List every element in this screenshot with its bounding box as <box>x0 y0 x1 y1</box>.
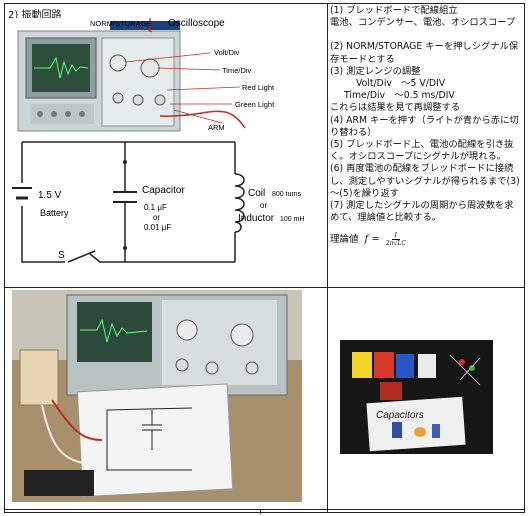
step-2: (2) NORM/STORAGE キーを押しシグナル保存モードとする <box>330 41 519 65</box>
capacitor-or: or <box>153 213 160 222</box>
row-divider <box>5 287 524 288</box>
coil-or: or <box>260 201 267 210</box>
bottom-cell-divider <box>260 509 261 514</box>
capacitor-value-1: 0.1 μF <box>144 203 167 212</box>
theory-formula: 理論値 f = 1 2π√LC <box>330 232 522 247</box>
coil-label: Coil <box>248 188 265 199</box>
section-heading: 2) 振動回路 <box>8 10 62 21</box>
step-1-detail: 電池、コンデンサー、電池、オシロスコープ <box>330 17 516 29</box>
capacitor-label: Capacitor <box>142 185 185 196</box>
setup-photo <box>12 290 302 502</box>
step-3: (3) 測定レンジの調整 <box>330 65 421 77</box>
yellow-meter <box>352 352 372 378</box>
coil-turns: 800 turns <box>272 191 302 198</box>
inductor-label: Inductor <box>238 213 275 224</box>
procedure-steps: (1) ブレッドボードで配線組立 電池、コンデンサー、電池、オシロスコープ (2… <box>330 5 522 247</box>
arm-label: ARM <box>208 123 225 132</box>
step-6: (6) 再度電池の配線をブレッドボードに接続し、測定しやすいシグナルが得られるま… <box>330 163 520 199</box>
circuit-diagram: 1.5 V Battery Capacitor 0.1 μF or 0.01 μ… <box>12 141 305 263</box>
formula-numerator: 1 <box>391 232 400 241</box>
scope-waveform <box>34 56 89 79</box>
green-light-label: Green Light <box>235 100 275 109</box>
formula-lhs: f = <box>364 233 380 245</box>
red-wire <box>159 110 246 129</box>
battery-photo <box>24 470 94 496</box>
battery-label: Battery <box>40 208 69 218</box>
step-3-time-div: Time/Div ～0.5 ms/DIV <box>344 90 455 102</box>
paper-schematic <box>76 383 234 498</box>
battery-voltage: 1.5 V <box>38 190 62 201</box>
norm-storage-label: NORM/STORAGE <box>90 19 152 28</box>
volt-div-label: Volt/Div <box>214 48 240 57</box>
oscilloscope-figure: NORM/STORAGE Oscilloscope Volt/Div Time/… <box>10 18 315 136</box>
capacitors-card <box>366 396 466 452</box>
step-7: (7) 測定したシグナルの周期から周波数を求めて、理論値と比較する。 <box>330 200 514 224</box>
step-4: (4) ARM キーを押す（ライトが青から赤に切り替わる） <box>330 114 519 138</box>
switch-lever <box>67 250 96 263</box>
formula-fraction: 1 2π√LC <box>386 232 406 247</box>
breadboard <box>19 349 59 406</box>
inductor-value: 100 mH <box>280 216 305 223</box>
coil-symbol <box>234 173 245 233</box>
oscilloscope-label: Oscilloscope <box>168 18 225 29</box>
row-divider-bottom <box>5 509 524 510</box>
switch-label: S <box>58 250 65 261</box>
formula-denominator: 2π√LC <box>385 240 406 248</box>
step-5: (5) ブレッドボード上、電池の配線を引き抜く。オシロスコープにシグナルが現れる… <box>330 139 514 163</box>
capacitors-photo: Capacitors <box>340 340 493 454</box>
red-light-label: Red Light <box>242 83 275 92</box>
page-table <box>4 3 525 514</box>
column-divider <box>327 4 328 512</box>
capacitors-handwritten-label: Capacitors <box>376 410 424 421</box>
time-div-label: Time/Div <box>222 66 252 75</box>
volt-div-knob <box>109 54 127 72</box>
step-3-note: これらは結果を見て再調整する <box>330 102 461 114</box>
step-3-volt-div: Volt/Div ～5 V/DIV <box>356 78 446 90</box>
theory-label: 理論値 <box>330 233 359 245</box>
capacitor-value-2: 0.01 μF <box>144 223 171 232</box>
time-div-knob <box>140 58 160 78</box>
step-1: (1) ブレッドボードで配線組立 <box>330 5 458 16</box>
